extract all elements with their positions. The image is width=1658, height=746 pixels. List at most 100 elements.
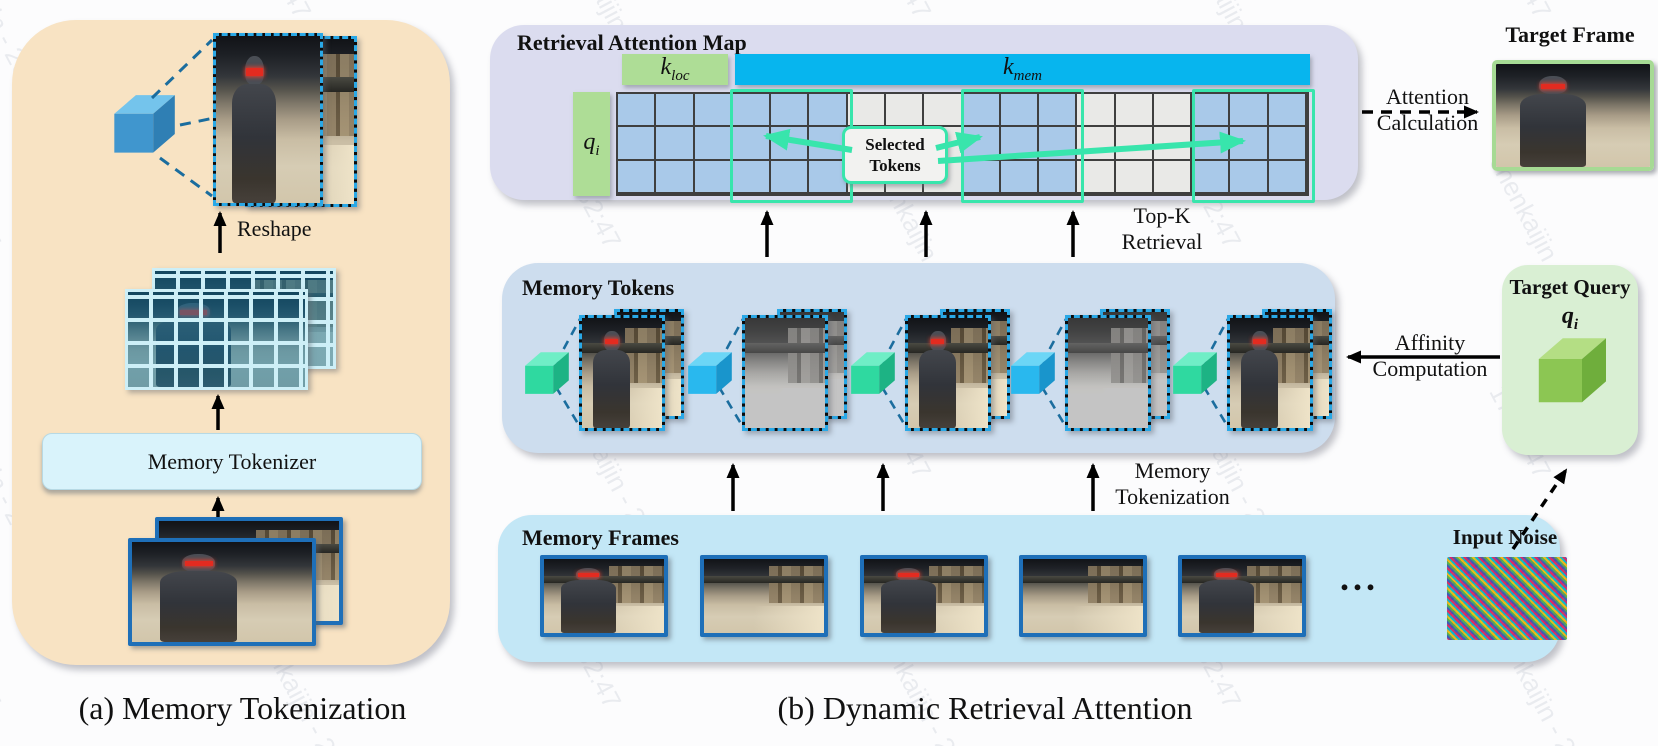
overpass-art: [1230, 343, 1310, 354]
target-frame-title: Target Frame: [1505, 22, 1635, 47]
watermark-text: 17:32:47: [1483, 0, 1558, 24]
attention-cell: [1115, 127, 1154, 161]
soldier-visor-art: [246, 67, 263, 76]
k-loc-label: kloc: [661, 54, 690, 85]
frames-ellipsis: ...: [1340, 558, 1379, 598]
overpass-art: [704, 576, 824, 583]
memory-tokenization-label: Memory Tokenization: [1090, 458, 1255, 510]
pavement-art: [1101, 388, 1148, 428]
attention-cell: [1268, 127, 1307, 161]
k-mem-bar: kmem: [735, 54, 1310, 85]
attention-cell: [1000, 160, 1040, 194]
soldier-body-art: [919, 349, 956, 428]
target-query-title: Target Query: [1509, 275, 1631, 299]
query-bar: qi: [573, 92, 610, 196]
attention-cell: [732, 160, 772, 194]
game-frame-picture: [1496, 64, 1650, 167]
memory-frame-image: [860, 555, 988, 637]
memory-token-cube: [1170, 345, 1222, 397]
q-i-base: q: [583, 128, 596, 155]
watermark-text: 17:32:47: [0, 610, 8, 714]
memory-token-cube: [1008, 345, 1060, 397]
memory-token-cube-svg: [114, 95, 175, 153]
overpass-art: [1182, 576, 1302, 583]
buildings-art: [928, 565, 984, 603]
soldier-figure-art: [1196, 567, 1256, 633]
buildings-art: [1246, 565, 1302, 603]
soldier-figure-art: [592, 331, 632, 428]
attention-cell: [809, 94, 848, 128]
overpass-art: [1068, 343, 1148, 354]
memory-frame-image: [540, 555, 668, 637]
attention-cell: [1230, 160, 1269, 194]
game-frame-picture: [704, 559, 824, 633]
memory-tokenizer-box: Memory Tokenizer: [42, 433, 422, 490]
buildings-art: [608, 565, 664, 603]
memory-token-cube: [848, 345, 900, 397]
memory-token-group: [1170, 297, 1346, 443]
game-frame-picture: [1068, 318, 1148, 428]
pavement-art: [1073, 606, 1143, 633]
soldier-body-art: [232, 83, 277, 203]
panel-memory-tokens: Memory Tokens: [502, 263, 1335, 453]
memory-token-cube: [110, 85, 182, 157]
soldier-figure-art: [558, 567, 618, 633]
overpass-art: [544, 576, 664, 583]
soldier-figure-art: [157, 554, 240, 642]
memory-tokenization-line1: Memory: [1134, 458, 1211, 483]
attention-cell: [1153, 94, 1193, 128]
token-frame-front: [1227, 315, 1313, 431]
attention-cell: [1000, 94, 1040, 128]
target-query-cube-svg: [1538, 338, 1606, 403]
attention-cell: [1230, 94, 1269, 128]
memory-token-cube-svg: [1011, 352, 1055, 394]
memory-token-cube: [522, 345, 574, 397]
game-frame-picture: [1182, 559, 1302, 633]
patch-grid-overlay: [128, 292, 305, 387]
game-frame-picture: [544, 559, 664, 633]
k-mem-sub: mem: [1013, 67, 1042, 84]
attention-cell: [771, 94, 810, 128]
attention-cell: [694, 94, 733, 128]
buildings-art: [951, 327, 988, 383]
top-k-line1: Top-K: [1133, 203, 1191, 228]
memory-frame-image: [700, 555, 828, 637]
input-noise-image: [1447, 557, 1567, 640]
attention-map-title: Retrieval Attention Map: [517, 30, 747, 55]
target-frame-image: [1492, 60, 1654, 171]
input-frame-front: [128, 538, 316, 646]
attention-cell: [694, 127, 733, 161]
attention-cell: [694, 160, 733, 194]
attention-cell: [962, 160, 1001, 194]
soldier-visor-art: [1540, 83, 1565, 89]
attention-cell: [885, 94, 925, 128]
attention-cell: [1039, 160, 1078, 194]
attention-cell: [1192, 160, 1231, 194]
attention-cell: [962, 94, 1001, 128]
attention-cell: [1268, 160, 1307, 194]
buildings-art: [1273, 327, 1310, 383]
buildings-art: [625, 327, 662, 383]
attention-cell: [1192, 94, 1231, 128]
attention-calculation-line1: Attention: [1385, 84, 1470, 109]
top-k-line2: Retrieval: [1121, 229, 1203, 254]
target-query-base: q: [1561, 303, 1574, 329]
attention-cell: [1153, 160, 1193, 194]
k-loc-sub: loc: [671, 67, 690, 84]
panel-memory-tokenization: Reshape Memory Tokenizer: [12, 20, 450, 665]
memory-token-cube-svg: [688, 352, 732, 394]
overpass-art: [745, 343, 825, 354]
game-frame-picture: [745, 318, 825, 428]
overpass-art: [582, 343, 662, 354]
soldier-visor-art: [930, 338, 945, 345]
overpass-art: [1023, 576, 1143, 583]
attention-cell: [924, 94, 963, 128]
memory-token-cube: [685, 345, 737, 397]
panel-memory-frames: Memory Frames ... Input Noise: [498, 515, 1567, 662]
attention-cell: [732, 94, 772, 128]
attention-cell: [771, 160, 810, 194]
selected-tokens-outline: [1191, 89, 1315, 203]
target-query-symbol: qi: [1502, 303, 1638, 334]
panel-retrieval-attention-map: Retrieval Attention Map kloc kmem qi Sel…: [490, 25, 1358, 203]
top-k-retrieval-label: Top-K Retrieval: [1100, 203, 1224, 255]
